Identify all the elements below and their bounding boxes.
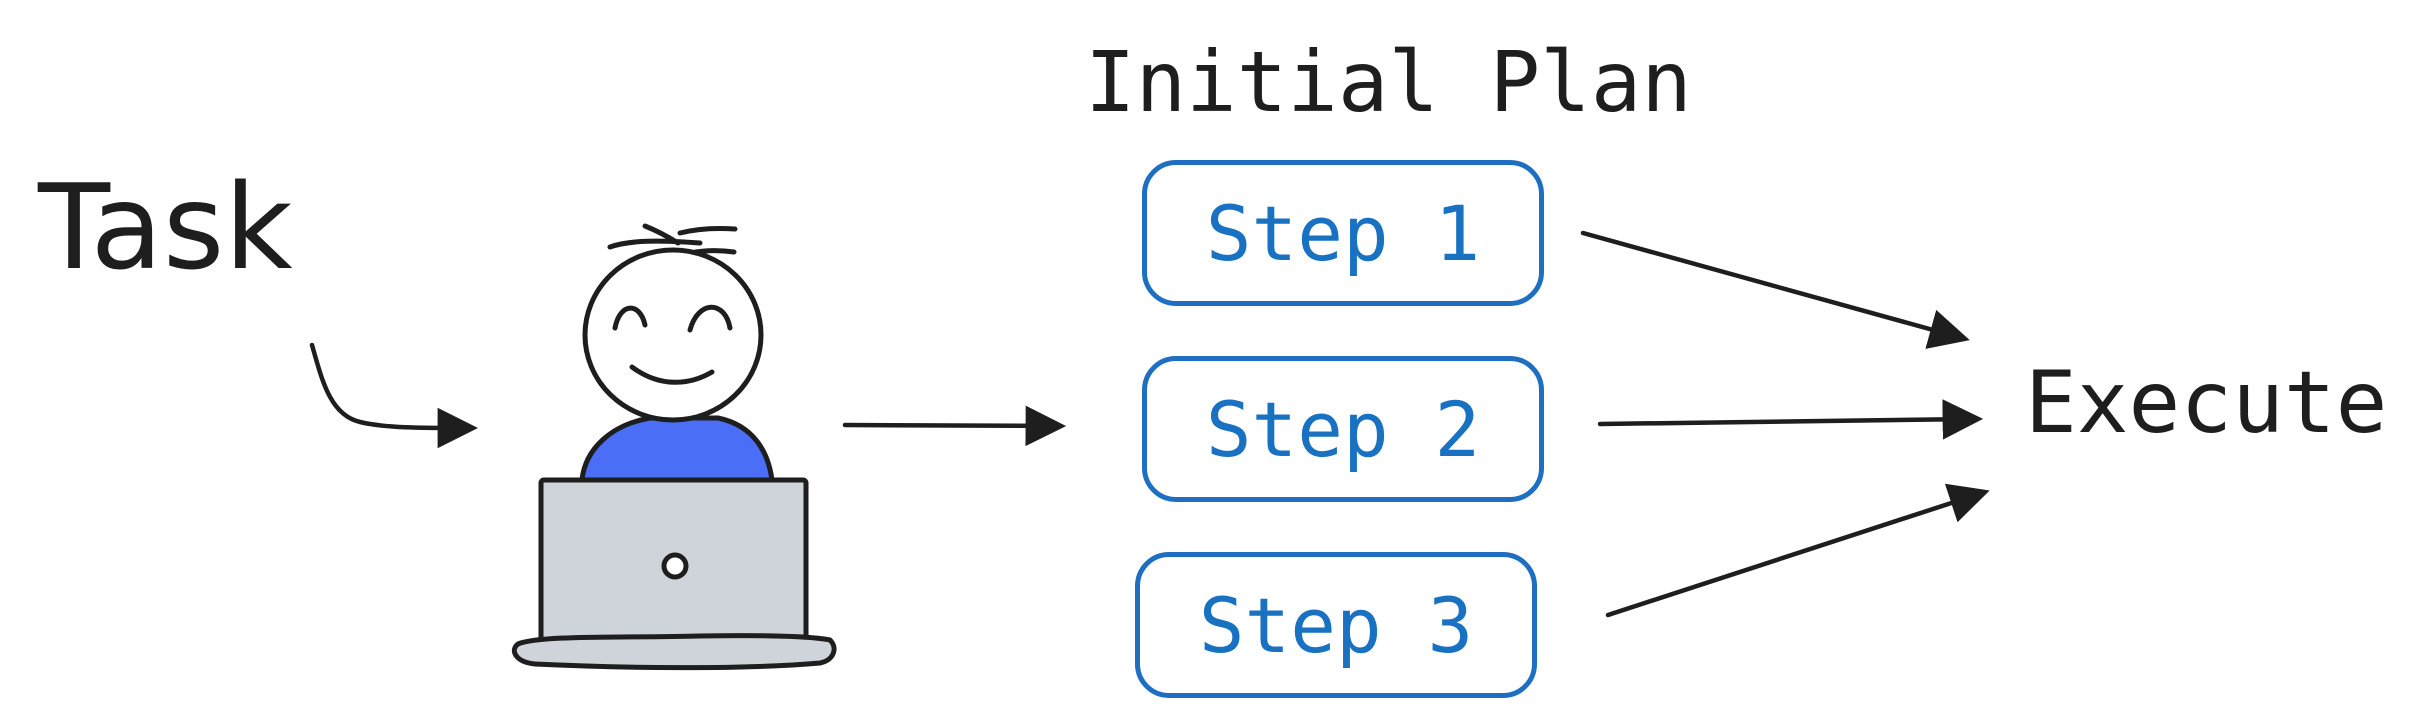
step-3-label: Step 3 [1198, 580, 1474, 670]
step-2-to-execute-arrow [1597, 399, 1984, 440]
step-1-box: Step 1 [1142, 160, 1544, 306]
task-label: Task [38, 158, 293, 296]
step-2-box: Step 2 [1142, 356, 1544, 502]
step-1-label: Step 1 [1205, 188, 1481, 278]
task-to-person-arrow [309, 342, 479, 449]
step-3-box: Step 3 [1135, 552, 1537, 698]
person-at-laptop-icon [511, 223, 837, 671]
step-3-to-execute-arrow [1605, 483, 1990, 618]
step-1-to-execute-arrow [1580, 230, 1970, 349]
plan-title: Initial Plan [1085, 33, 1692, 131]
step-2-label: Step 2 [1205, 384, 1481, 474]
person-to-plan-arrow [842, 405, 1067, 447]
execute-label: Execute [2025, 353, 2388, 453]
